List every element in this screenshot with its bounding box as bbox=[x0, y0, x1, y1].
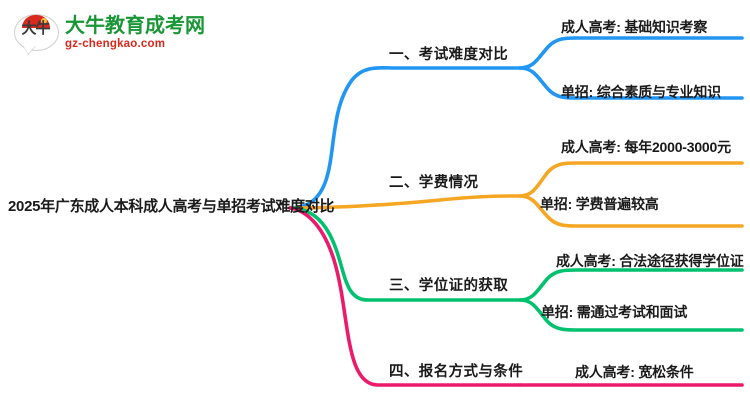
connector-leaf-1a bbox=[518, 36, 744, 70]
mindmap-leaf-1b-label[interactable]: 单招: 综合素质与专业知识 bbox=[561, 84, 721, 100]
logo-red-cap-icon bbox=[22, 14, 50, 28]
mindmap-leaf-2a-label[interactable]: 成人高考: 每年2000-3000元 bbox=[561, 139, 731, 155]
mindmap-branch-2-label[interactable]: 二、学费情况 bbox=[389, 175, 479, 191]
connector-branch-4 bbox=[288, 206, 522, 387]
logo-bubble-tail bbox=[23, 45, 36, 54]
mindmap-leaf-4a-label[interactable]: 成人高考: 宽松条件 bbox=[575, 364, 694, 380]
mindmap-leaf-2b-label[interactable]: 单招: 学费普遍较高 bbox=[540, 196, 659, 212]
connector-leaf-2a bbox=[518, 161, 744, 198]
mindmap-leaf-3b-label[interactable]: 单招: 需通过考试和面试 bbox=[541, 304, 688, 320]
mindmap-leaf-3a-label[interactable]: 成人高考: 合法途径获得学位证 bbox=[556, 253, 744, 269]
logo-title: 大牛教育成考网 bbox=[65, 14, 205, 37]
logo-mark-text: 大牛 bbox=[21, 20, 50, 37]
connector-branch-2 bbox=[288, 194, 522, 210]
connector-branch-1 bbox=[288, 65, 522, 210]
connector-leaf-3b bbox=[518, 298, 744, 332]
logo-subtitle: gz-chengkao.com bbox=[65, 37, 166, 50]
site-logo[interactable]: 大牛 大牛教育成考网 gz-chengkao.com bbox=[14, 10, 205, 56]
mindmap-branch-4-label[interactable]: 四、报名方式与条件 bbox=[389, 364, 524, 380]
mindmap-branch-1-label[interactable]: 一、考试难度对比 bbox=[389, 47, 509, 63]
logo-cap-dot-icon bbox=[41, 18, 47, 24]
mindmap-leaf-1a-label[interactable]: 成人高考: 基础知识考察 bbox=[561, 19, 708, 35]
logo-speech-bubble-icon: 大牛 bbox=[14, 12, 59, 54]
logo-textblock: 大牛教育成考网 gz-chengkao.com bbox=[65, 14, 205, 50]
mindmap-root-label[interactable]: 2025年广东成人本科成人高考与单招考试难度对比 bbox=[8, 198, 335, 215]
connector-leaf-3a bbox=[518, 268, 744, 302]
mindmap-branch-3-label[interactable]: 三、学位证的获取 bbox=[389, 278, 509, 294]
connector-leaf-2b bbox=[518, 194, 744, 228]
connector-leaf-1b bbox=[518, 66, 744, 100]
connector-branch-3 bbox=[288, 206, 522, 302]
